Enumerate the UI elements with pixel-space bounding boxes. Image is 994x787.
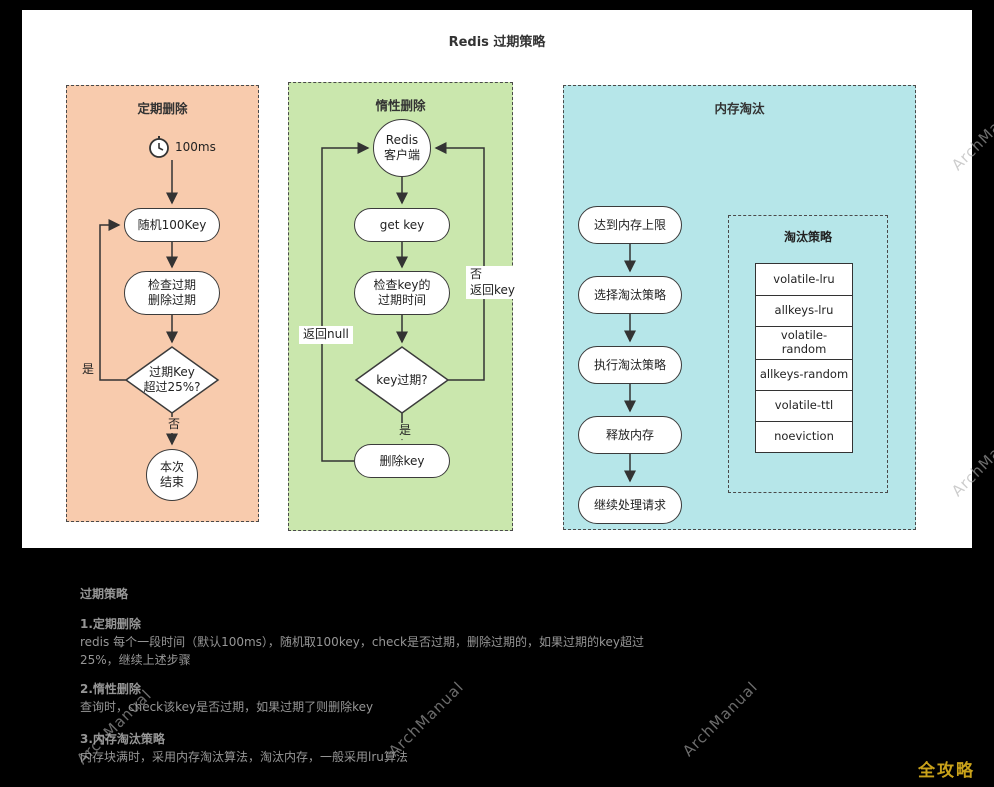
site-badge: 全攻略 xyxy=(918,761,975,781)
note-s3-title: 3.内存淘汰策略 xyxy=(80,732,165,746)
note-s2-body: 查询时，check该key是否过期，如果过期了则删除key xyxy=(80,700,374,714)
flow-node-random-100key: 随机100Key xyxy=(124,208,220,242)
decision-text-periodic: 过期Key 超过25%? xyxy=(125,356,219,404)
label-return-null: 返回null xyxy=(299,326,353,344)
flow-node-label: 执行淘汰策略 xyxy=(593,357,666,372)
diagram-title: Redis 过期策略 xyxy=(448,35,546,50)
flow-node-check-key-ttl: 检查key的 过期时间 xyxy=(354,271,450,315)
flow-node-label: Redis xyxy=(385,133,419,147)
note-s3-body: 内存块满时，采用内存淘汰算法，淘汰内存，一般采用lru算法 xyxy=(80,750,408,764)
note-s1-line2: 25%，继续上述步骤 xyxy=(80,653,191,667)
policy-item-volatile-random: volatile-random xyxy=(756,326,852,359)
panel-periodic-title: 定期删除 xyxy=(137,101,188,116)
flow-connectors xyxy=(99,142,636,483)
label-no: 否 xyxy=(470,267,483,281)
policy-item-noeviction: noeviction xyxy=(756,420,852,452)
panel-memory-title: 内存淘汰 xyxy=(714,101,765,116)
eviction-policy-table: volatile-lru allkeys-lru volatile-random… xyxy=(755,263,853,453)
watermark-text: ArchManual xyxy=(385,677,468,761)
arrow-loop-yes-periodic xyxy=(99,219,126,381)
label-return-key: 返回key xyxy=(470,282,516,297)
timer-label: 100ms xyxy=(175,140,216,154)
decision-label: key过期? xyxy=(376,372,428,387)
flow-node-memory-limit: 达到内存上限 xyxy=(578,206,682,244)
decision-diamond-lazy xyxy=(354,346,450,414)
flow-node-redis-client: Redis 客户端 xyxy=(373,119,431,177)
flow-node-continue-request: 继续处理请求 xyxy=(578,486,682,524)
flow-node-label: 选择淘汰策略 xyxy=(593,287,666,302)
note-s1-title: 1.定期删除 xyxy=(80,617,141,631)
decision-label: 超过25%? xyxy=(143,380,201,394)
flow-node-label: 释放内存 xyxy=(605,427,654,442)
flow-node-label: 本次 xyxy=(159,460,184,474)
flow-node-label: 客户端 xyxy=(383,148,420,162)
policy-item-allkeys-random: allkeys-random xyxy=(756,358,852,390)
label-yes-lazy: 是 xyxy=(396,423,415,439)
diagram-canvas: Redis 过期策略 定期删除 惰性删除 内存淘汰 xyxy=(22,10,972,548)
policy-item-allkeys-lru: allkeys-lru xyxy=(756,295,852,326)
panel-lazy-title: 惰性删除 xyxy=(375,98,426,113)
flow-node-label: 检查key的 xyxy=(373,278,431,292)
flow-node-label: 删除key xyxy=(379,453,425,468)
decision-text-lazy: key过期? xyxy=(357,369,447,391)
eviction-policy-box: 淘汰策略 xyxy=(728,215,888,493)
note-s2-title: 2.惰性删除 xyxy=(80,682,141,696)
eviction-policy-box-title: 淘汰策略 xyxy=(783,230,832,244)
flow-node-label: 删除过期 xyxy=(147,293,196,307)
flow-node-end: 本次 结束 xyxy=(146,449,198,501)
flow-node-choose-policy: 选择淘汰策略 xyxy=(578,276,682,314)
label-no-return-key: 否 返回key xyxy=(466,266,520,300)
flow-node-label: 随机100Key xyxy=(137,217,207,232)
policy-item-volatile-lru: volatile-lru xyxy=(773,271,835,286)
flow-node-label: 检查过期 xyxy=(147,278,196,292)
flow-node-label: 继续处理请求 xyxy=(593,497,666,512)
label-yes-periodic: 是 xyxy=(82,362,95,376)
flow-node-execute-policy: 执行淘汰策略 xyxy=(578,346,682,384)
flow-node-label: 过期时间 xyxy=(377,293,426,307)
notes-heading: 过期策略 xyxy=(80,587,129,601)
flow-node-delete-key: 删除key xyxy=(354,444,450,478)
flow-node-check-expire: 检查过期 删除过期 xyxy=(124,271,220,315)
decision-label: 过期Key xyxy=(149,365,195,379)
arrow-return-key-loop xyxy=(434,142,485,381)
flow-node-get-key: get key xyxy=(354,208,450,242)
decision-diamond-periodic xyxy=(124,346,220,414)
label-no-periodic: 否 xyxy=(165,417,184,433)
flow-node-label: 结束 xyxy=(159,475,184,489)
watermark-text: ArchManual xyxy=(679,677,762,761)
arrow-return-null-loop xyxy=(321,142,370,462)
flow-node-free-memory: 释放内存 xyxy=(578,416,682,454)
flow-node-label: 达到内存上限 xyxy=(593,217,666,232)
clock-icon xyxy=(146,134,172,160)
flow-node-label: get key xyxy=(379,217,425,232)
note-s1-line1: redis 每个一段时间（默认100ms），随机取100key，check是否过… xyxy=(80,635,644,649)
policy-item-volatile-ttl: volatile-ttl xyxy=(756,389,852,421)
